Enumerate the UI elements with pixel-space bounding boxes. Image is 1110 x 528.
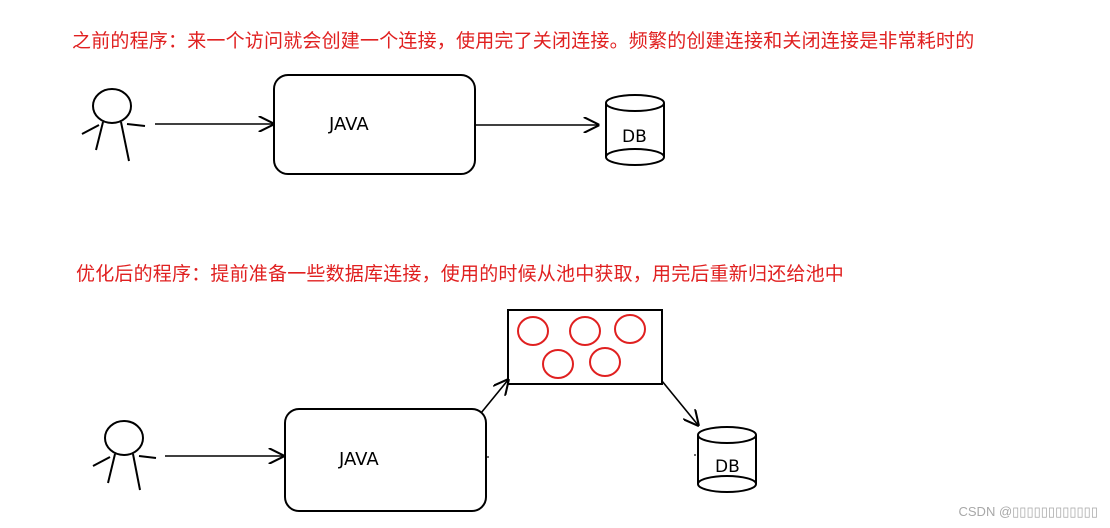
java-label-bottom: JAVA [338,449,379,470]
user-icon-top [81,88,146,162]
java-label-top: JAVA [328,114,369,135]
db-label-bottom: DB [715,457,740,477]
connection-circle [542,349,574,379]
connection-circle [569,316,601,346]
db-label-top: DB [622,127,647,147]
arrow-pool-to-db [661,380,698,425]
connection-pool-circles [517,314,646,379]
database-icon-top [605,94,665,166]
connection-circle [517,316,549,346]
arrow-java-to-pool [480,380,508,414]
watermark: CSDN @▯▯▯▯▯▯▯▯▯▯▯▯ [958,504,1099,519]
java-box-top [273,74,476,175]
connection-circle [589,347,621,377]
connection-circle [614,314,646,344]
caption-after: 优化后的程序：提前准备一些数据库连接，使用的时候从池中获取，用完后重新归还给池中 [76,263,845,285]
connection-pool-box [507,309,663,385]
database-icon-bottom [697,426,757,493]
java-box-bottom [284,408,487,512]
caption-before: 之前的程序：来一个访问就会创建一个连接，使用完了关闭连接。频繁的创建连接和关闭连… [72,30,975,52]
user-icon-bottom [92,420,157,491]
